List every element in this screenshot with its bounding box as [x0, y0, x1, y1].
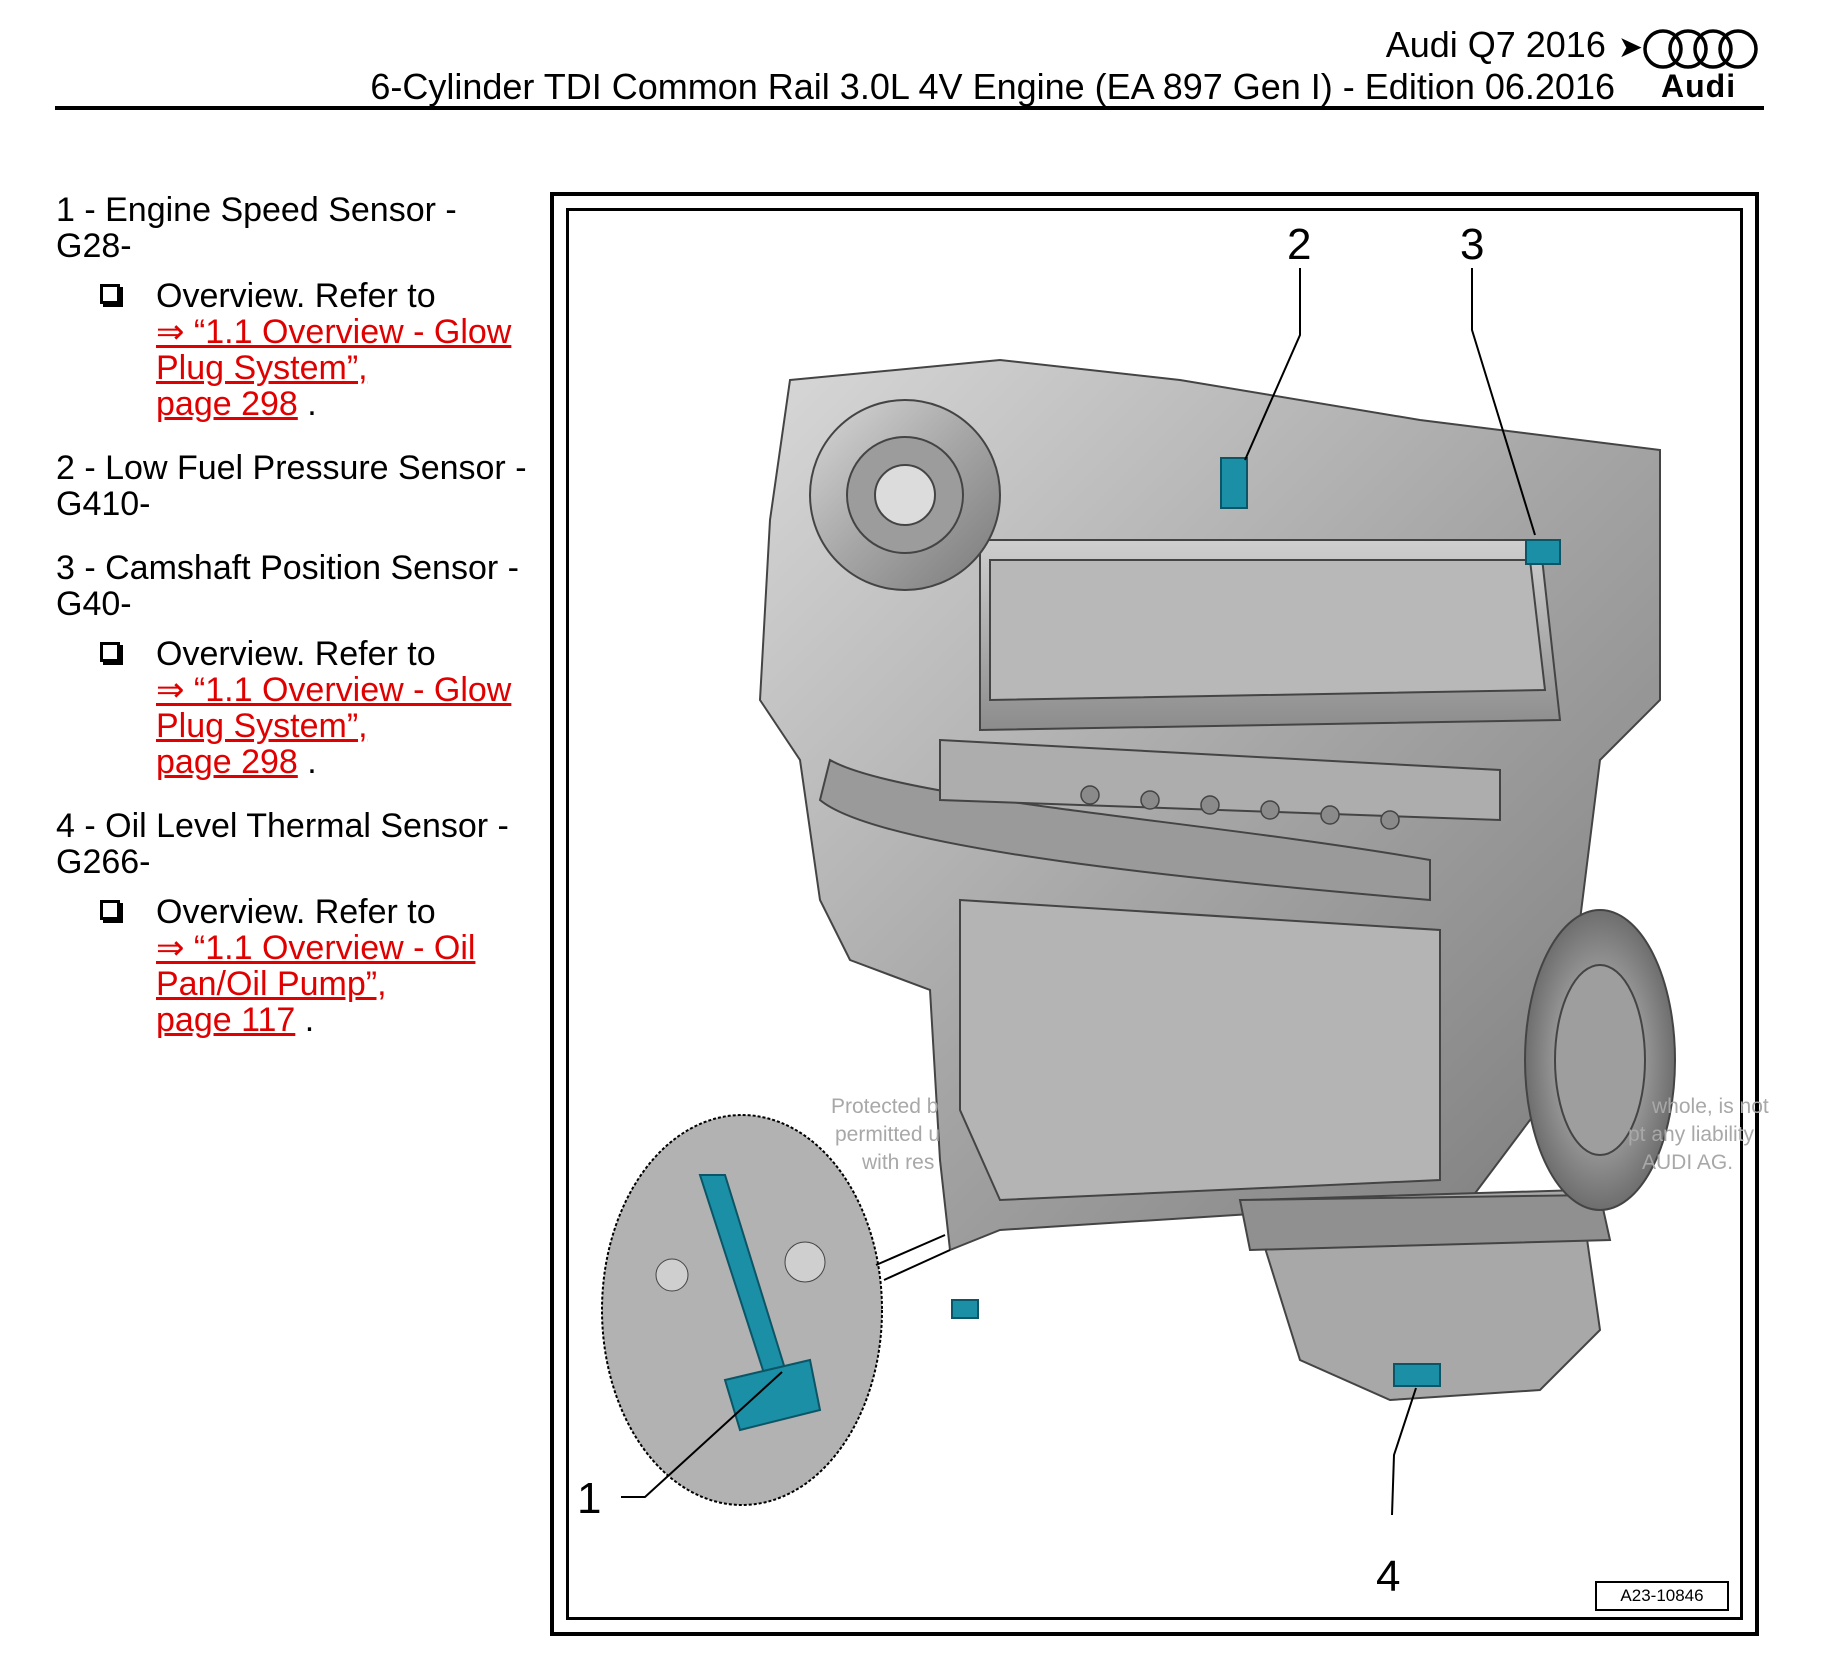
cylinder-bolts: [1080, 785, 1400, 830]
camshaft-position-sensor-icon: [1525, 539, 1561, 565]
detail-magnifier: [601, 1114, 951, 1506]
callout-2: 2: [1287, 220, 1312, 269]
legend-item-title: 1 - Engine Speed Sensor - G28-: [56, 191, 457, 265]
figure-id-label: A23-10846: [1595, 1581, 1729, 1611]
legend-item-3: 3 - Camshaft Position Sensor - G40- Over…: [56, 550, 536, 780]
page-link[interactable]: page 298: [156, 385, 298, 423]
reference-link[interactable]: ⇒ “1.1 Overview - Oil: [156, 929, 476, 967]
watermark-text: AUDI AG.: [1642, 1151, 1734, 1174]
sensor-highlights: [951, 457, 1561, 1387]
overview-reference: Overview. Refer to ⇒ “1.1 Overview - Glo…: [56, 278, 536, 422]
link-suffix: .: [304, 1001, 315, 1039]
watermark-text: pt any liability: [1628, 1123, 1755, 1146]
refer-text: Overview. Refer to: [156, 635, 436, 673]
watermark-text: whole, is not: [1652, 1095, 1769, 1118]
checkbox-bullet-icon: [100, 284, 123, 307]
legend-list: 1 - Engine Speed Sensor - G28- Overview.…: [56, 192, 536, 1066]
watermark-text: Protected b: [831, 1095, 939, 1118]
vehicle-name: Audi Q7 2016: [1385, 24, 1606, 65]
reference-link-cont[interactable]: Plug System”,: [156, 349, 368, 387]
legend-item-title: 2 - Low Fuel Pressure Sensor - G410-: [56, 449, 527, 523]
page-link[interactable]: page 117: [156, 1001, 296, 1039]
overview-reference: Overview. Refer to ⇒ “1.1 Overview - Glo…: [56, 636, 536, 780]
legend-item-title: 4 - Oil Level Thermal Sensor - G266-: [56, 807, 509, 881]
watermark-text: permitted u: [835, 1123, 941, 1146]
audi-rings-logo: [1643, 29, 1758, 69]
leader-lines: [621, 268, 1536, 1516]
refer-text: Overview. Refer to: [156, 277, 436, 315]
audi-logo-text: Audi: [1661, 68, 1737, 104]
overview-reference: Overview. Refer to ⇒ “1.1 Overview - Oil…: [56, 894, 536, 1038]
reference-link[interactable]: ⇒ “1.1 Overview - Glow: [156, 313, 512, 351]
legend-item-title: 3 - Camshaft Position Sensor - G40-: [56, 549, 519, 623]
next-arrow-icon[interactable]: ➤: [1617, 31, 1643, 64]
link-suffix: .: [307, 743, 317, 781]
figure-frame: [550, 192, 1759, 1636]
reference-link-cont[interactable]: Pan/Oil Pump”,: [156, 965, 387, 1003]
checkbox-bullet-icon: [100, 900, 123, 923]
turbocharger: [809, 399, 1001, 591]
watermark-text: with res: [862, 1151, 935, 1174]
callout-1: 1: [577, 1474, 602, 1523]
callout-3: 3: [1460, 220, 1485, 269]
link-suffix: .: [307, 385, 317, 423]
figure-inner-frame: [566, 208, 1743, 1620]
legend-item-1: 1 - Engine Speed Sensor - G28- Overview.…: [56, 192, 536, 422]
refer-text: Overview. Refer to: [156, 893, 436, 931]
engine-speed-sensor-icon: [951, 1299, 979, 1319]
page-link[interactable]: page 298: [156, 743, 298, 781]
crankshaft-pulley: [1524, 909, 1676, 1211]
oil-level-sensor-icon: [1393, 1363, 1441, 1387]
vehicle-title: Audi Q7 2016 ➤: [1386, 24, 1643, 66]
manual-subtitle: 6-Cylinder TDI Common Rail 3.0L 4V Engin…: [370, 66, 1615, 107]
reference-link[interactable]: ⇒ “1.1 Overview - Glow: [156, 671, 512, 709]
legend-item-2: 2 - Low Fuel Pressure Sensor - G410-: [56, 450, 536, 522]
checkbox-bullet-icon: [100, 642, 123, 665]
header-rule: [55, 106, 1764, 110]
reference-link-cont[interactable]: Plug System”,: [156, 707, 368, 745]
callout-4: 4: [1376, 1552, 1401, 1601]
page-header: Audi Q7 2016 ➤ 6-Cylinder TDI Common Rail…: [0, 0, 1821, 115]
legend-item-4: 4 - Oil Level Thermal Sensor - G266- Ove…: [56, 808, 536, 1038]
low-fuel-pressure-sensor-icon: [1220, 457, 1248, 509]
